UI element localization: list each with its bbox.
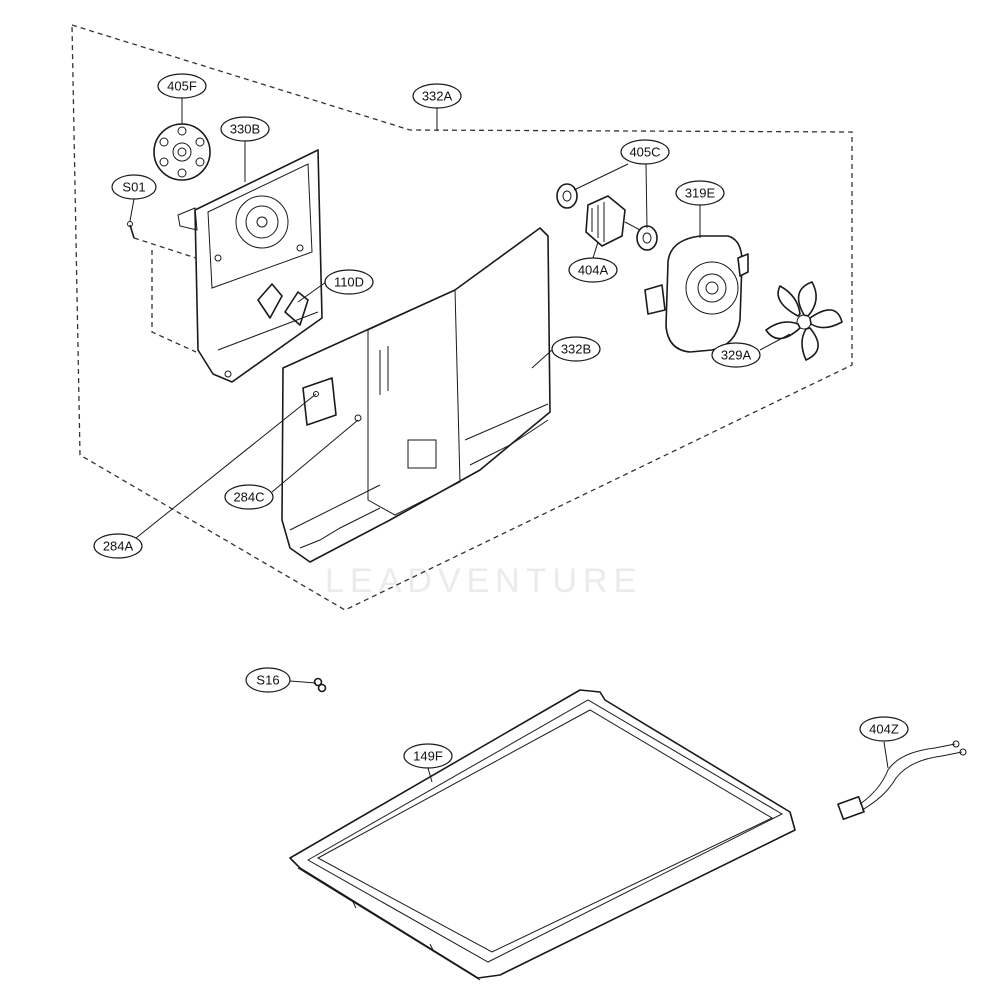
- part-319e-fan-housing: [644, 235, 749, 353]
- callout-284a: 284A: [93, 533, 143, 559]
- svg-text:284C: 284C: [233, 490, 264, 505]
- svg-text:S01: S01: [122, 180, 145, 195]
- callout-s16: S16: [245, 667, 291, 693]
- leader-s16: [289, 680, 317, 684]
- callout-329a: 329A: [711, 342, 761, 368]
- leader-405c-b: [645, 163, 648, 229]
- leader-404z: [883, 741, 889, 769]
- callout-332a: 332A: [412, 83, 462, 109]
- mounting-guide-top: [133, 237, 197, 259]
- svg-text:110D: 110D: [334, 275, 364, 290]
- leader-284c: [271, 419, 359, 493]
- leader-405c-a: [573, 163, 629, 191]
- svg-text:332B: 332B: [561, 342, 591, 357]
- part-s16-screws: [313, 677, 327, 693]
- callout-149f: 149F: [403, 743, 453, 769]
- part-330b-bracket: [177, 149, 323, 383]
- leader-284a: [135, 393, 317, 539]
- svg-text:284A: 284A: [103, 539, 134, 554]
- leader-110d: [297, 281, 327, 303]
- watermark: LEADVENTURE: [325, 562, 642, 600]
- part-329a-fan-blade: [765, 281, 843, 361]
- callout-s01: S01: [111, 174, 157, 200]
- leader-149f: [427, 767, 433, 783]
- leader-332b: [531, 349, 553, 369]
- svg-text:S16: S16: [256, 673, 279, 688]
- svg-text:405C: 405C: [629, 145, 660, 160]
- leader-404a: [592, 241, 599, 259]
- callout-319e: 319E: [675, 180, 725, 206]
- svg-text:404Z: 404Z: [869, 722, 899, 737]
- svg-text:149F: 149F: [413, 749, 443, 764]
- part-405c-grommet-left: [556, 183, 578, 209]
- callout-330b: 330B: [220, 116, 270, 142]
- part-149f-shelf-frame: [289, 689, 796, 981]
- svg-text:404A: 404A: [578, 263, 609, 278]
- callout-110d: 110D: [324, 269, 374, 295]
- callout-405f: 405F: [157, 73, 207, 99]
- svg-text:329A: 329A: [721, 348, 752, 363]
- leader-329a: [759, 333, 791, 351]
- part-405f-disc: [153, 123, 211, 181]
- part-404a-motor: [585, 195, 641, 247]
- callout-332b: 332B: [551, 336, 601, 362]
- callout-404z: 404Z: [859, 716, 909, 742]
- callout-404a: 404A: [568, 257, 618, 283]
- svg-text:319E: 319E: [685, 186, 716, 201]
- part-404z-wire-harness: [837, 740, 967, 821]
- svg-text:330B: 330B: [230, 122, 260, 137]
- svg-text:332A: 332A: [422, 89, 453, 104]
- assembly-332a-boundary: [71, 24, 853, 611]
- callout-284c: 284C: [224, 484, 274, 510]
- mounting-guide-left: [151, 250, 197, 353]
- callout-405c: 405C: [620, 139, 670, 165]
- leader-s01: [129, 198, 135, 222]
- part-332b-cover-panel: [281, 227, 551, 563]
- svg-text:405F: 405F: [167, 79, 197, 94]
- part-s01-screw: [127, 221, 135, 239]
